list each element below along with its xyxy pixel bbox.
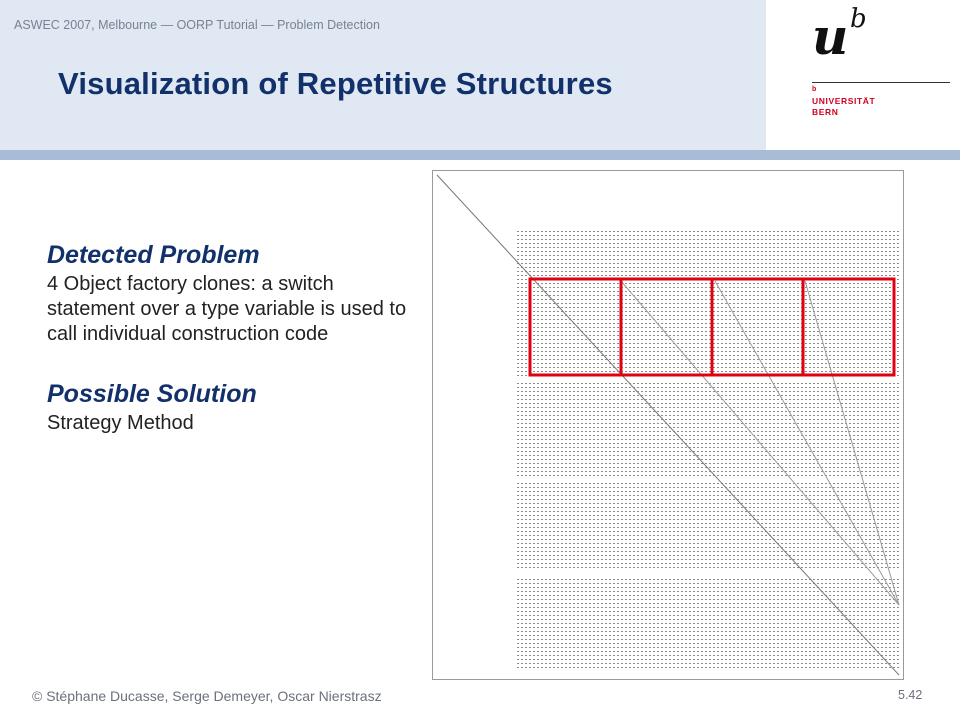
- dotplot-clone-diagonal-3: [804, 280, 900, 606]
- logo-superscript: b: [812, 86, 817, 93]
- logo-wordmark: UNIVERSITÄT BERN: [812, 96, 875, 118]
- footer-copyright: © Stéphane Ducasse, Serge Demeyer, Oscar…: [32, 688, 382, 704]
- header-divider: [0, 150, 960, 160]
- university-logo: u b b UNIVERSITÄT BERN: [766, 0, 960, 150]
- logo-line-universitaet: UNIVERSITÄT: [812, 96, 876, 106]
- dotplot-band-4: [515, 576, 900, 671]
- clone-highlight-box-4: [801, 277, 896, 377]
- solution-text: Strategy Method: [47, 412, 194, 434]
- dotplot-canvas: [436, 174, 900, 676]
- logo-rule: [812, 82, 950, 83]
- dotplot-clone-diagonal-2: [714, 280, 900, 606]
- logo-line-bern: BERN: [812, 107, 839, 117]
- header-band: ASWEC 2007, Melbourne — OORP Tutorial — …: [0, 0, 766, 150]
- dotplot-band-3: [515, 481, 900, 571]
- slide-content: Detected Problem 4 Object factory clones…: [47, 240, 407, 436]
- problem-heading: Detected Problem: [47, 241, 260, 269]
- logo-mark-u: u: [812, 7, 849, 66]
- slide-title: Visualization of Repetitive Structures: [58, 66, 613, 101]
- dotplot-band-2: [515, 381, 900, 476]
- dotplot-main-diagonal: [436, 174, 900, 676]
- duplication-dotplot: [432, 170, 904, 680]
- page-number: 5.42: [898, 688, 923, 702]
- logo-mark-b: b: [850, 4, 867, 34]
- problem-text: 4 Object factory clones: a switch statem…: [47, 273, 407, 345]
- solution-heading: Possible Solution: [47, 380, 257, 408]
- dotplot-clone-diagonal-1: [620, 280, 900, 606]
- dotplot-band-1: [515, 229, 900, 376]
- conference-label: ASWEC 2007, Melbourne — OORP Tutorial — …: [14, 18, 380, 32]
